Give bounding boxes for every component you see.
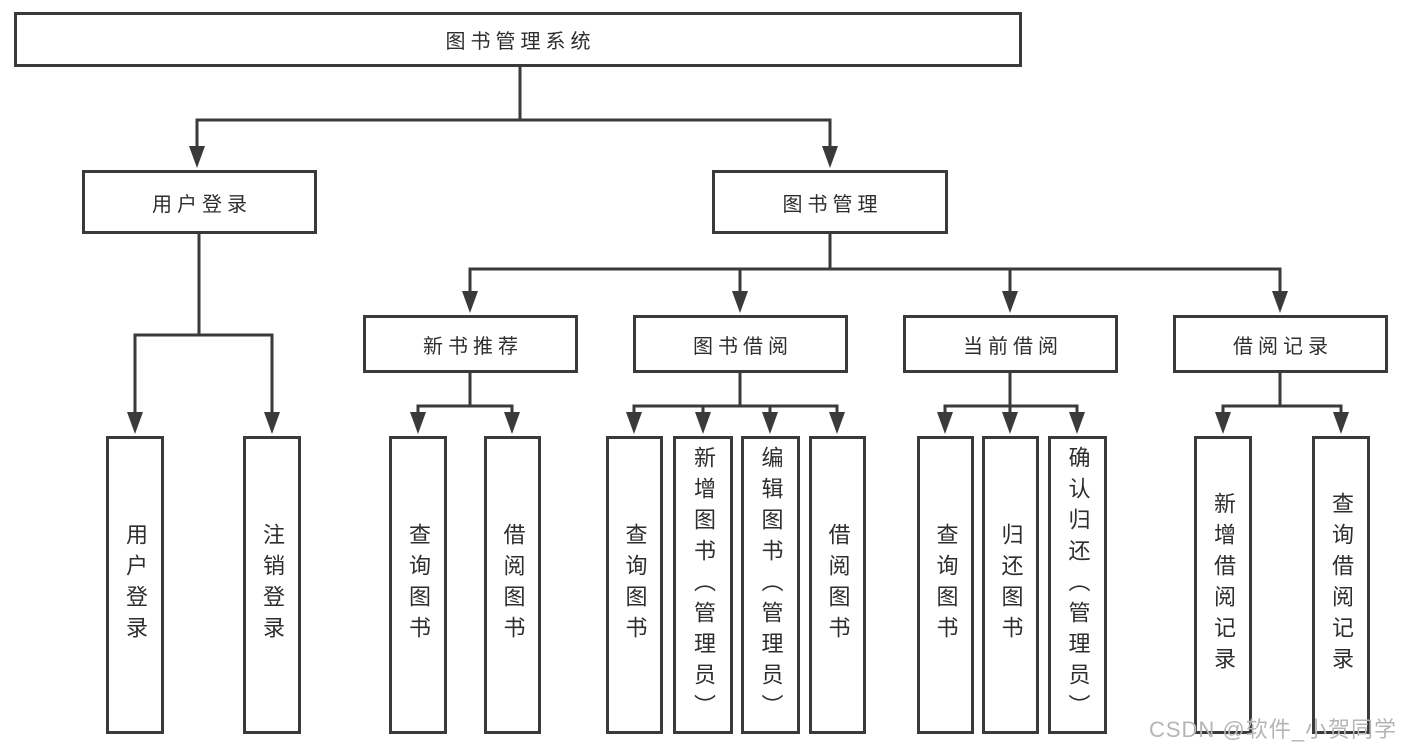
node-label: 图书管理 [782, 193, 883, 216]
leaf-user-login: 用户登录 [106, 436, 164, 734]
leaf-query-books-current: 查询图书 [917, 436, 974, 734]
leaf-edit-book-admin: 编辑图书（管理员） [741, 436, 800, 734]
leaf-add-borrow-record: 新增借阅记录 [1194, 436, 1252, 734]
leaf-label: 新增借阅记录 [1211, 492, 1236, 678]
leaf-label: 用户登录 [123, 523, 148, 647]
node-label: 新书推荐 [423, 335, 523, 358]
node-label: 图书借阅 [693, 335, 793, 358]
csdn-watermark: CSDN @软件_小贺同学 [1148, 717, 1397, 742]
leaf-logout: 注销登录 [243, 436, 301, 734]
leaf-label: 借阅图书 [825, 523, 851, 647]
node-label: 用户登录 [152, 193, 252, 216]
node-borrow-records: 借阅记录 [1173, 315, 1388, 373]
leaf-label: 查询图书 [406, 523, 431, 647]
leaf-add-book-admin: 新增图书（管理员） [673, 436, 733, 734]
leaf-label: 新增图书（管理员） [691, 445, 716, 725]
leaf-borrow-book-recommend: 借阅图书 [484, 436, 541, 734]
node-book-borrow: 图书借阅 [633, 315, 848, 373]
node-label: 借阅记录 [1233, 335, 1333, 358]
leaf-borrow-book: 借阅图书 [809, 436, 866, 734]
node-current-borrow: 当前借阅 [903, 315, 1118, 373]
leaf-query-books-recommend: 查询图书 [389, 436, 447, 734]
node-root-label: 图书管理系统 [445, 31, 596, 53]
leaf-label: 编辑图书（管理员） [758, 445, 784, 725]
leaf-label: 归还图书 [998, 523, 1024, 647]
node-user-login: 用户登录 [82, 170, 317, 234]
node-book-management: 图书管理 [712, 170, 948, 234]
leaf-label: 查询图书 [933, 523, 959, 647]
node-label: 当前借阅 [963, 335, 1063, 358]
leaf-label: 查询借阅记录 [1329, 492, 1354, 678]
leaf-confirm-return-admin: 确认归还（管理员） [1048, 436, 1107, 734]
node-new-book-recommend: 新书推荐 [363, 315, 578, 373]
node-root: 图书管理系统 [14, 12, 1022, 67]
leaf-label: 注销登录 [260, 523, 285, 647]
leaf-return-book: 归还图书 [982, 436, 1039, 734]
leaf-label: 查询图书 [622, 523, 648, 647]
leaf-query-books-borrow: 查询图书 [606, 436, 663, 734]
leaf-label: 借阅图书 [500, 523, 526, 647]
leaf-query-borrow-record: 查询借阅记录 [1312, 436, 1370, 734]
leaf-label: 确认归还（管理员） [1065, 445, 1091, 725]
